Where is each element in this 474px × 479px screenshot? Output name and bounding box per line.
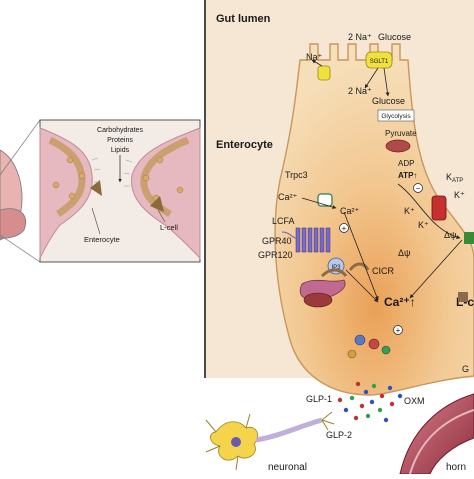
ca-big-label: Ca²⁺↑ [384,295,416,309]
arrow-vdcc-to-ca [409,239,463,299]
trpc3-channel [317,193,333,207]
cicr-label: CICR [372,266,394,276]
lcell-shape-right [150,196,164,212]
secretory-vesicles [347,334,391,359]
lcfa-label: LCFA [272,216,295,226]
arrow-sglt-na [364,67,379,89]
inset-panel: Carbohydrates Proteins Lipids L-cell Ent… [0,119,201,263]
glp2-label: GLP-2 [326,430,352,440]
enterocyte-pointer [91,207,101,235]
hormone-dots [337,381,403,423]
neuron [205,411,335,471]
glycolysis-label: Glycolysis [381,113,411,120]
mitochondrion-top [385,139,411,153]
k-mid2-label: K⁺ [418,220,429,230]
pyruvate-label: Pyruvate [385,129,417,138]
villus-right [131,127,201,260]
inset-microvilli [91,157,133,187]
adp-label: ADP [398,159,414,168]
arrow-sglt-glucose [383,67,390,97]
zoom-line-bottom [0,234,41,263]
main-panel: Gut lumen Enterocyte 2 Na⁺ Glucose Na⁺ S… [204,0,474,396]
golgi-1 [320,268,348,278]
plus-sign-gpr: + [342,224,347,233]
sglt1-label: SGLT1 [370,59,389,65]
arrow-ip3-to-ca [345,269,379,303]
neuron-nucleus [231,437,241,447]
minus-sign: − [416,184,421,193]
gpr-receptor [295,227,331,253]
g-cut-label: G [462,364,469,374]
katp-channel [431,195,447,221]
katp-label: KATP [446,172,463,184]
arrow-ca-to-big [343,211,379,301]
gpr120-label: GPR120 [258,250,293,260]
glucose-inner-label: Glucose [372,96,405,106]
atp-label: ATP↑ [398,171,417,180]
k-right-label: K⁺ [454,190,465,200]
atp-inhibit-circle [413,183,423,193]
nutrient-proteins: Proteins [107,137,133,144]
hormonal-label: horn [446,462,466,473]
neuronal-label: neuronal [268,462,307,473]
arrow-ca-in [301,197,337,209]
ca-left-label: Ca²⁺ [278,192,298,202]
mitochondrion-bottom [303,292,333,308]
inset-lcell-label: L-cell [160,223,178,232]
plus-circle-secretion [393,325,403,335]
gut-tube-end [0,208,26,239]
golgi-2 [348,262,370,271]
lcell-shape-left [90,180,102,196]
plus-circle-gpr [339,223,349,233]
neuron-dendrites [205,411,335,471]
gpr40-label: GPR40 [262,236,292,246]
sglt1-transporter [365,51,393,69]
na-channel [317,65,331,81]
nutrient-carbohydrates: Carbohydrates [97,127,143,134]
delta-psi-2: Δψ [444,230,456,240]
glp1-label: GLP-1 [306,394,332,404]
na-left-label: Na⁺ [306,52,323,62]
glycolysis-box [377,109,415,122]
oxm-label: OXM [404,396,425,406]
enterocyte-label: Enterocyte [216,139,273,151]
lcell-pointer [157,209,166,223]
gut-lumen-label: Gut lumen [216,13,271,25]
na-top-label: 2 Na⁺ [348,32,372,42]
ca-inner-label: Ca²⁺ [340,206,360,216]
zoom-line-top [0,119,41,176]
plus-sign-secretion: + [396,326,401,335]
vessel-lumen-highlight [409,409,474,475]
nutrient-lipids: Lipids [111,147,130,154]
ca-channel-right [464,232,474,244]
arrow-na-out [311,59,323,67]
ip3-label: IP3 [331,265,341,271]
arrow-depol [397,183,461,240]
inset-enterocyte-label: Enterocyte [84,235,120,244]
neuron-axon [255,417,323,443]
secretion-panel: GLP-1 OXM GLP-2 neuronal horn [205,381,474,475]
lcfa-tail [281,231,297,239]
k-mid1-label: K⁺ [404,206,415,216]
na-inner-label: 2 Na⁺ [348,86,372,96]
delta-psi-1: Δψ [398,248,410,258]
glucose-top-label: Glucose [378,32,411,42]
trpc3-label: Trpc3 [285,170,308,180]
right-organelle [458,292,468,302]
